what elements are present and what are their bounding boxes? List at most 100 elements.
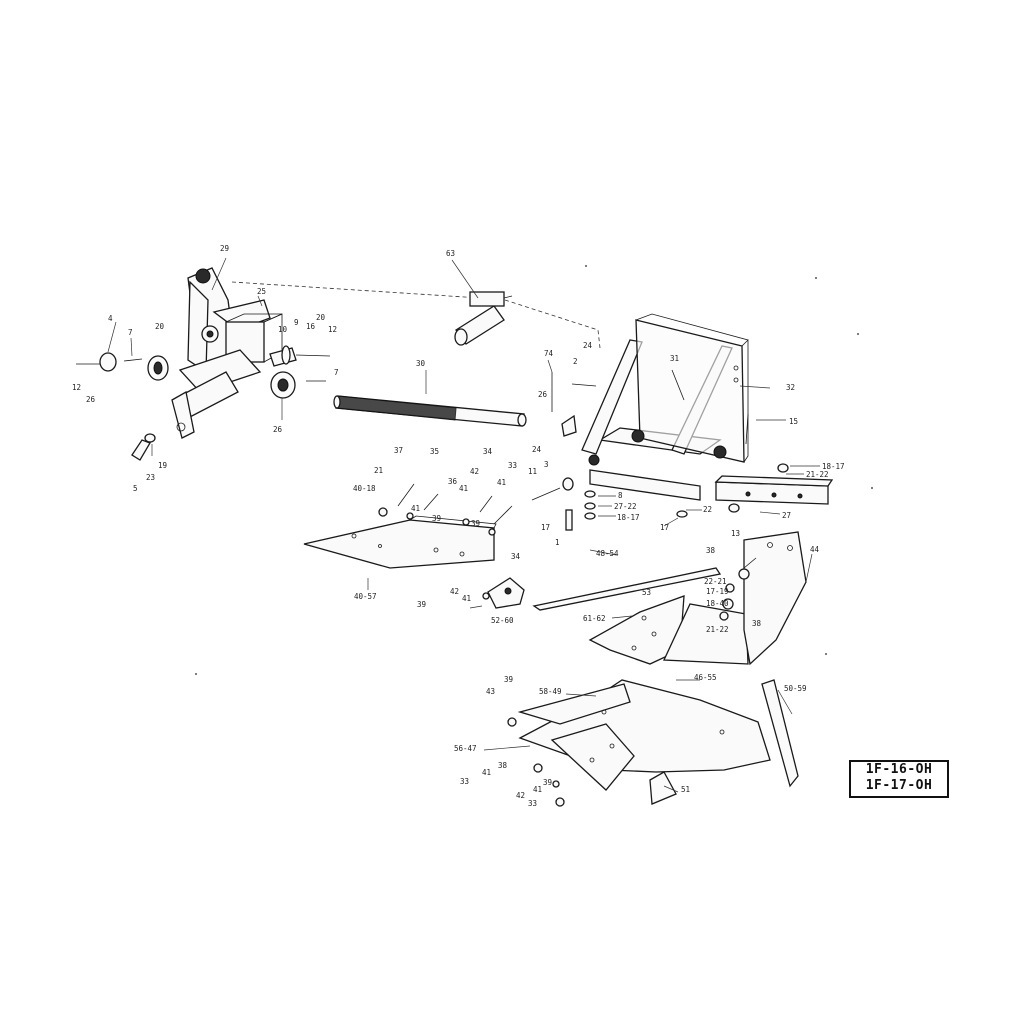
callout-label: 30 — [416, 359, 426, 368]
callout-label: 39 — [543, 778, 552, 787]
callout-label: 17-19 — [706, 587, 729, 596]
bolt-fasteners-center — [531, 463, 789, 531]
callout-label: 18-17 — [822, 462, 845, 471]
callout-label: 46-55 — [694, 673, 717, 682]
callout-label: 29 — [220, 244, 229, 253]
callout-label: 18-17 — [617, 513, 640, 522]
callout-label: 41 — [533, 785, 542, 794]
leader-lines — [107, 257, 820, 793]
callout-label: 12 — [72, 383, 81, 392]
plough-bottom-upper — [532, 531, 807, 666]
callout-label: 27 — [782, 511, 791, 520]
scan-specks — [195, 265, 873, 675]
callout-label: 51 — [681, 785, 690, 794]
callout-label: 26 — [538, 390, 548, 399]
callout-label: 2 — [573, 357, 578, 366]
model-code-box: 1F-16-OH 1F-17-OH — [849, 760, 949, 798]
callout-label: 35 — [430, 447, 439, 456]
callout-label: 39 — [432, 514, 441, 523]
part-63-cylinder — [454, 291, 513, 346]
callout-label: 22-21 — [704, 577, 727, 586]
callout-label: 41 — [459, 484, 468, 493]
callout-label: 58-49 — [539, 687, 562, 696]
callout-label: 31 — [670, 354, 679, 363]
callout-label: 24 — [583, 341, 593, 350]
callout-label: 53 — [642, 588, 651, 597]
callout-label: 22 — [703, 505, 712, 514]
callout-label: 7 — [334, 368, 339, 377]
model-code-2: 1F-17-OH — [865, 778, 933, 793]
callout-label: 44 — [810, 545, 820, 554]
callout-label: 41 — [482, 768, 491, 777]
callout-label: 63 — [446, 249, 455, 258]
callout-label: 34 — [511, 552, 521, 561]
callout-labels: 29 63 25 4 7 20 10 9 20 16 12 12 26 7 30… — [72, 244, 845, 808]
callout-label: 23 — [146, 473, 155, 482]
clamp-52-60 — [482, 577, 525, 609]
callout-label: 40-18 — [353, 484, 376, 493]
callout-label: 39 — [504, 675, 513, 684]
callout-label: 33 — [508, 461, 517, 470]
callout-label: 1 — [555, 538, 560, 547]
beam-plate-40-57 — [303, 483, 513, 569]
callout-label: 50-59 — [784, 684, 807, 693]
main-tube-30 — [333, 395, 527, 427]
callout-label: 20 — [155, 322, 165, 331]
callout-label: 26 — [273, 425, 283, 434]
callout-label: 26 — [86, 395, 96, 404]
callout-label: 11 — [528, 467, 537, 476]
cross-tube-left — [99, 349, 296, 439]
callout-label: 16 — [306, 322, 316, 331]
callout-label: 33 — [460, 777, 469, 786]
callout-label: 42 — [516, 791, 525, 800]
callout-label: 38 — [752, 619, 762, 628]
plough-bottom-lower — [507, 679, 799, 807]
callout-label: 17 — [541, 523, 550, 532]
callout-label: 61-62 — [583, 614, 606, 623]
model-code-1: 1F-16-OH — [865, 762, 933, 777]
callout-label: 34 — [483, 447, 493, 456]
callout-label: 38 — [706, 546, 716, 555]
callout-label: 21-22 — [806, 470, 829, 479]
callout-label: 10 — [278, 325, 288, 334]
callout-label: 40-57 — [354, 592, 377, 601]
callout-label: 39 — [417, 600, 426, 609]
beam-27 — [714, 475, 834, 505]
callout-label: 5 — [133, 484, 138, 493]
pin-assembly-left — [76, 345, 331, 461]
assembly-path-line — [231, 281, 481, 299]
callout-label: 48-54 — [596, 549, 619, 558]
callout-label: 56-47 — [454, 744, 477, 753]
callout-label: 13 — [731, 529, 740, 538]
callout-label: 25 — [257, 287, 266, 296]
callout-label: 42 — [450, 587, 459, 596]
callout-label: 36 — [448, 477, 458, 486]
callout-label: 7 — [128, 328, 133, 337]
callout-label: 4 — [108, 314, 113, 323]
callout-label: 42 — [470, 467, 479, 476]
callout-label: 38 — [498, 761, 508, 770]
callout-label: 32 — [786, 383, 795, 392]
callout-label: 8 — [618, 491, 623, 500]
callout-label: 3 — [544, 460, 549, 469]
callout-label: 43 — [486, 687, 495, 696]
callout-label: 17 — [660, 523, 669, 532]
frame-right — [551, 313, 749, 501]
callout-label: 12 — [328, 325, 337, 334]
callout-label: 20 — [316, 313, 326, 322]
callout-label: 21-22 — [706, 625, 729, 634]
callout-label: 9 — [294, 318, 299, 327]
callout-label: 18-40 — [706, 599, 729, 608]
callout-label: 33 — [528, 799, 537, 808]
callout-label: 41 — [462, 594, 471, 603]
callout-label: 39 — [471, 519, 480, 528]
callout-label: 52-60 — [491, 616, 514, 625]
callout-label: 15 — [789, 417, 798, 426]
callout-label: 37 — [394, 446, 403, 455]
callout-label: 41 — [411, 504, 420, 513]
callout-label: 27-22 — [614, 502, 637, 511]
callout-label: 19 — [158, 461, 167, 470]
callout-label: 21 — [374, 466, 383, 475]
callout-label: 41 — [497, 478, 506, 487]
